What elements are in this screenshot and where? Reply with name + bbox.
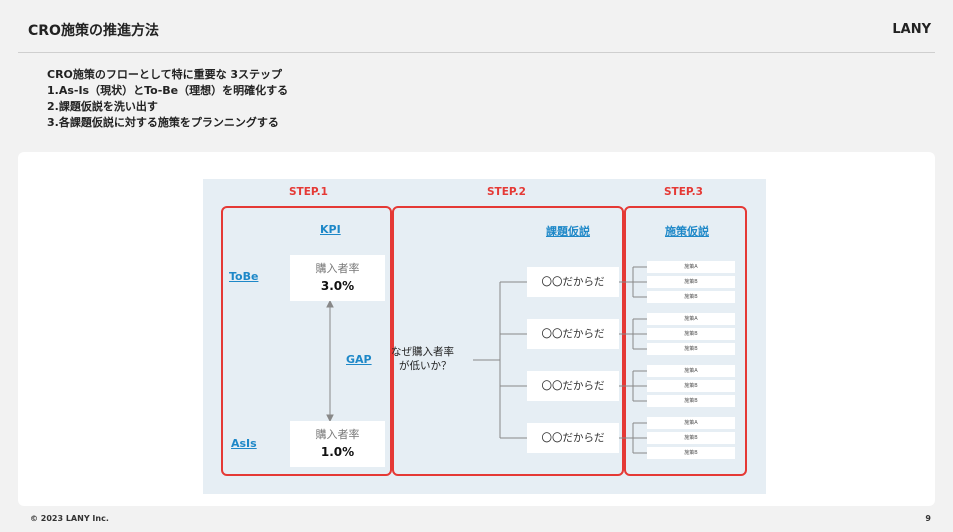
asis-kpi-label: 購入者率 bbox=[315, 428, 360, 441]
step-3-header: STEP.3 bbox=[664, 186, 703, 198]
intro-line-1: CRO施策のフローとして特に重要な 3ステップ bbox=[47, 68, 283, 81]
measure-item: 施策A bbox=[647, 261, 735, 273]
tobe-kpi-label: 購入者率 bbox=[315, 262, 360, 275]
measure-item: 施策B bbox=[647, 447, 735, 459]
asis-kpi-card: 購入者率 1.0% bbox=[290, 421, 385, 467]
hypothesis-card: 〇〇だからだ bbox=[527, 319, 619, 349]
page-title: CRO施策の推進方法 bbox=[28, 23, 159, 39]
measure-item: 施策A bbox=[647, 365, 735, 377]
brand-logo-text: LANY bbox=[892, 22, 931, 37]
question-line-1: なぜ購入者率 bbox=[391, 346, 454, 358]
measure-item: 施策B bbox=[647, 291, 735, 303]
connector-lines bbox=[326, 266, 647, 454]
intro-text: CRO施策のフローとして特に重要な 3ステップ 1.As-Is（現状）とTo-B… bbox=[47, 67, 288, 131]
cro-flow-diagram: STEP.1 STEP.2 STEP.3 bbox=[203, 179, 766, 494]
intro-line-3: 2.課題仮説を洗い出す bbox=[47, 100, 158, 113]
step-1-box bbox=[221, 206, 392, 476]
step-3-box bbox=[624, 206, 747, 476]
copyright: © 2023 LANY Inc. bbox=[30, 514, 109, 523]
hypothesis-card: 〇〇だからだ bbox=[527, 371, 619, 401]
intro-line-2: 1.As-Is（現状）とTo-Be（理想）を明確化する bbox=[47, 84, 289, 97]
tobe-kpi-card: 購入者率 3.0% bbox=[290, 255, 385, 301]
root-question: なぜ購入者率 が低いか？ bbox=[391, 345, 454, 373]
page-number: 9 bbox=[925, 514, 931, 523]
asis-label: AsIs bbox=[231, 437, 257, 450]
step-1-header: STEP.1 bbox=[289, 186, 328, 198]
measure-item: 施策B bbox=[647, 380, 735, 392]
hypothesis-card: 〇〇だからだ bbox=[527, 423, 619, 453]
measure-item: 施策B bbox=[647, 276, 735, 288]
measure-item: 施策B bbox=[647, 343, 735, 355]
measure-item: 施策A bbox=[647, 417, 735, 429]
question-line-2: が低いか？ bbox=[399, 360, 452, 372]
gap-arrow bbox=[326, 299, 334, 423]
step-2-box bbox=[392, 206, 624, 476]
measure-item: 施策A bbox=[647, 313, 735, 325]
step-2-header: STEP.2 bbox=[487, 186, 526, 198]
measure-item: 施策B bbox=[647, 328, 735, 340]
measure-header: 施策仮説 bbox=[665, 225, 709, 238]
gap-label: GAP bbox=[346, 353, 372, 366]
hypothesis-header: 課題仮説 bbox=[546, 225, 590, 238]
header-divider bbox=[18, 52, 935, 53]
intro-line-4: 3.各課題仮説に対する施策をプランニングする bbox=[47, 116, 279, 129]
asis-kpi-value: 1.0% bbox=[320, 445, 355, 459]
kpi-label: KPI bbox=[320, 223, 341, 236]
measure-item: 施策B bbox=[647, 432, 735, 444]
hypothesis-card: 〇〇だからだ bbox=[527, 267, 619, 297]
tobe-kpi-value: 3.0% bbox=[320, 279, 355, 293]
measure-item: 施策B bbox=[647, 395, 735, 407]
tobe-label: ToBe bbox=[229, 270, 259, 283]
